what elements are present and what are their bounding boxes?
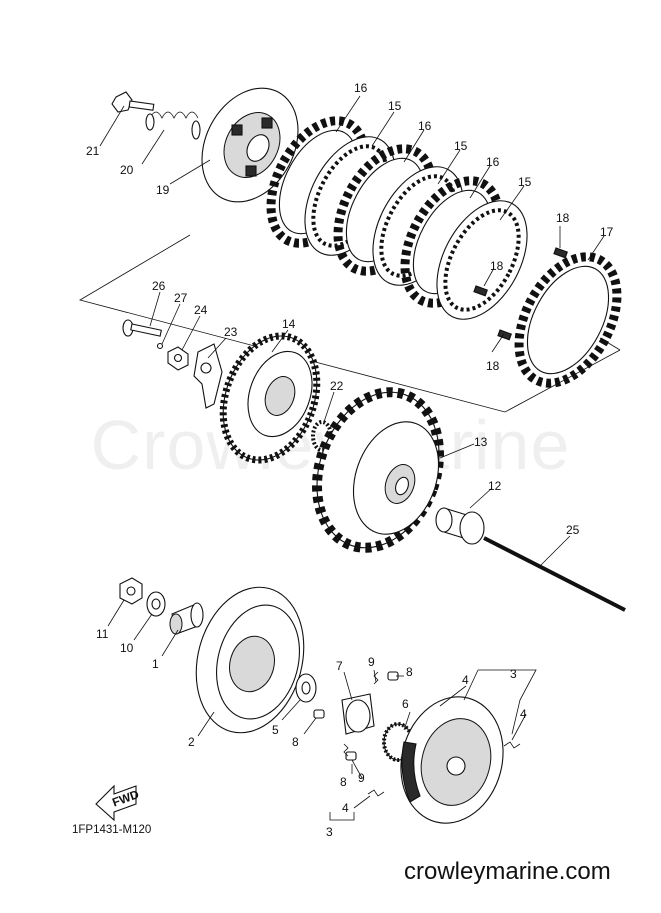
callouts: 21 20 19 16 15 16 15 16 15 18 17 18 18 2… [86, 81, 614, 839]
spring-4-b[interactable] [503, 741, 521, 749]
callout-17: 17 [600, 225, 614, 239]
clutch-housing-part[interactable] [296, 375, 460, 565]
pin-8-b[interactable] [313, 709, 325, 719]
callout-8a: 8 [292, 735, 299, 749]
steel-plate-15-c[interactable] [418, 186, 545, 335]
callout-20: 20 [120, 163, 134, 177]
callout-15b: 15 [454, 139, 468, 153]
fwd-arrow-icon: FWD [95, 784, 141, 822]
callout-18c: 18 [486, 359, 500, 373]
clutch-boss-part[interactable] [207, 323, 333, 473]
callout-16c: 16 [486, 155, 500, 169]
lock-washer-part[interactable] [193, 343, 223, 409]
pushrod-part[interactable] [122, 319, 162, 337]
site-url-link[interactable]: crowleymarine.com [404, 858, 611, 885]
callout-19: 19 [156, 183, 170, 197]
ball-part[interactable] [156, 342, 164, 350]
callout-27: 27 [174, 291, 188, 305]
callout-11: 11 [96, 627, 109, 641]
callout-16a: 16 [354, 81, 368, 95]
long-push-rod-part[interactable] [483, 536, 626, 612]
pin-18-b[interactable] [473, 285, 488, 297]
callout-16b: 16 [418, 119, 432, 133]
callout-1: 1 [152, 657, 159, 671]
spring-9-b[interactable] [343, 743, 349, 757]
sleeve-1-part[interactable] [169, 602, 204, 635]
callout-4a: 4 [462, 673, 469, 687]
one-way-cage-part[interactable] [341, 693, 375, 735]
callout-23: 23 [224, 325, 238, 339]
callout-9b: 9 [358, 771, 365, 785]
callout-10: 10 [120, 641, 134, 655]
callout-9a: 9 [368, 655, 375, 669]
callout-2: 2 [188, 735, 195, 749]
callout-8c: 8 [340, 775, 347, 789]
callout-8b: 8 [406, 665, 413, 679]
callout-18b: 18 [490, 259, 504, 273]
friction-plate-17[interactable] [499, 240, 637, 400]
spring-part[interactable] [145, 111, 201, 140]
pin-18-c[interactable] [497, 329, 512, 341]
callout-25: 25 [566, 523, 580, 537]
bushing-part[interactable] [435, 507, 485, 545]
callout-18a: 18 [556, 211, 570, 225]
callout-6: 6 [402, 697, 409, 711]
callout-26: 26 [152, 279, 166, 293]
callout-4b: 4 [520, 707, 527, 721]
washer-10-part[interactable] [146, 591, 166, 617]
drawing-code: 1FP1431-M120 [72, 824, 152, 836]
callout-5: 5 [272, 723, 279, 737]
spring-4-c[interactable] [367, 789, 385, 797]
callout-13: 13 [474, 435, 488, 449]
callout-7: 7 [336, 659, 343, 673]
callout-21: 21 [86, 144, 100, 158]
clutch-drum-part[interactable] [181, 575, 320, 745]
callout-3b: 3 [326, 825, 333, 839]
callout-12: 12 [488, 479, 502, 493]
callout-3a: 3 [510, 667, 517, 681]
bolt-part[interactable] [111, 91, 155, 113]
pin-18-a[interactable] [553, 247, 568, 259]
washer-5-part[interactable] [295, 673, 317, 703]
callout-4c: 4 [342, 801, 349, 815]
nut-11-part[interactable] [119, 577, 143, 605]
callout-24: 24 [194, 303, 208, 317]
callout-22: 22 [330, 379, 344, 393]
nut-24-part[interactable] [167, 346, 189, 371]
pin-8-c[interactable] [345, 751, 357, 761]
callout-15a: 15 [388, 99, 402, 113]
clutch-shoe-assembly-part[interactable] [387, 685, 517, 835]
callout-15c: 15 [518, 175, 532, 189]
callout-14: 14 [282, 317, 296, 331]
leader-lines [99, 95, 605, 821]
